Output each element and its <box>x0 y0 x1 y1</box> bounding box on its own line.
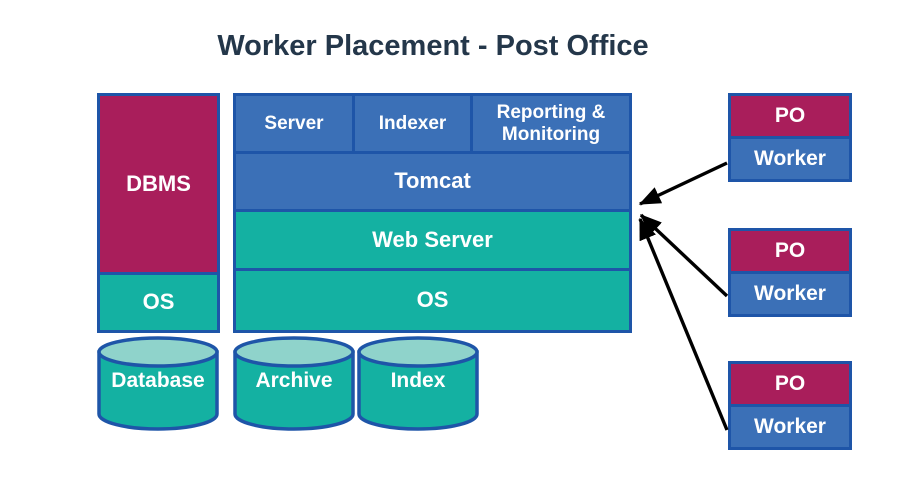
worker-box-3: Worker <box>728 404 852 450</box>
worker-label: Worker <box>754 147 826 171</box>
worker-box-1: Worker <box>728 136 852 182</box>
po-label: PO <box>774 239 806 263</box>
web-server-box: Web Server <box>233 209 632 271</box>
middle-os-box: OS <box>233 268 632 333</box>
cylinder-shape-icon <box>357 336 479 431</box>
dbms-box: DBMS <box>97 93 220 275</box>
dbms-label: DBMS <box>126 170 191 196</box>
worker-label: Worker <box>754 282 826 306</box>
worker-label: Worker <box>754 415 826 439</box>
server-label: Server <box>264 112 324 134</box>
arrow-worker2-to-stack-icon <box>639 213 729 298</box>
server-box: Server <box>233 93 355 154</box>
arrow-worker3-to-stack-icon <box>638 217 729 431</box>
indexer-label: Indexer <box>378 112 447 134</box>
po-label: PO <box>774 104 806 128</box>
arrow-worker1-to-stack-icon <box>638 161 728 206</box>
archive-cylinder: Archive <box>233 335 355 433</box>
indexer-box: Indexer <box>352 93 473 154</box>
web-server-label: Web Server <box>372 226 493 252</box>
database-cylinder: Database <box>97 335 219 433</box>
po-box-1: PO <box>728 93 852 139</box>
left-os-label: OS <box>142 289 175 315</box>
diagram-title: Worker Placement - Post Office <box>217 30 649 62</box>
po-box-3: PO <box>728 361 852 407</box>
reporting-monitoring-label: Reporting & Monitoring <box>496 102 606 145</box>
archive-label: Archive <box>255 369 333 392</box>
cylinder-shape-icon <box>97 336 219 431</box>
tomcat-label: Tomcat <box>394 168 471 194</box>
po-box-2: PO <box>728 228 852 274</box>
po-label: PO <box>774 372 806 396</box>
cylinder-shape-icon <box>233 336 355 431</box>
middle-os-label: OS <box>416 287 449 313</box>
reporting-monitoring-box: Reporting & Monitoring <box>470 93 632 154</box>
index-label: Index <box>390 369 446 392</box>
worker-box-2: Worker <box>728 271 852 317</box>
tomcat-box: Tomcat <box>233 151 632 212</box>
database-label: Database <box>111 369 205 392</box>
left-os-box: OS <box>97 272 220 333</box>
index-cylinder: Index <box>357 335 479 433</box>
